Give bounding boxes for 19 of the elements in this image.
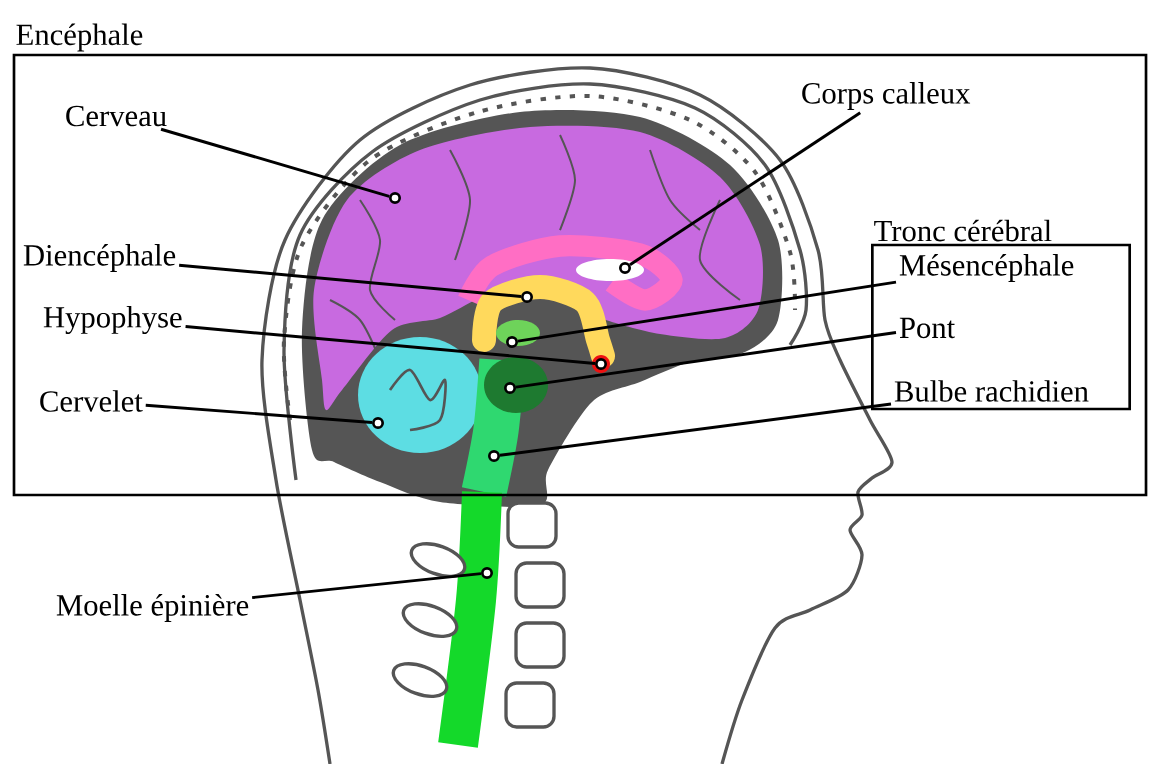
leader-line [252,572,482,600]
node-label: Encéphale [16,23,143,52]
leader-line [160,127,390,198]
leader-line [629,111,861,266]
leader-line [145,403,373,424]
part-label: Cervelet [40,390,143,412]
part-label: Corps calleux [802,82,971,110]
part-label: Diencéphale [23,244,176,272]
leader-line [185,325,596,365]
part-label: Cerveau [66,105,167,127]
leader-line [515,331,897,389]
leader-line [517,280,897,343]
part-label: Moelle épinière [56,594,249,622]
part-label: Hypophyse [43,306,182,334]
node-label: Tronc cérébral [874,219,1052,242]
part-label: Mésencéphale [899,254,1074,282]
leader-line [178,263,522,298]
part-label: Pont [899,317,955,339]
part-label: Bulbe rachidien [894,380,1089,402]
